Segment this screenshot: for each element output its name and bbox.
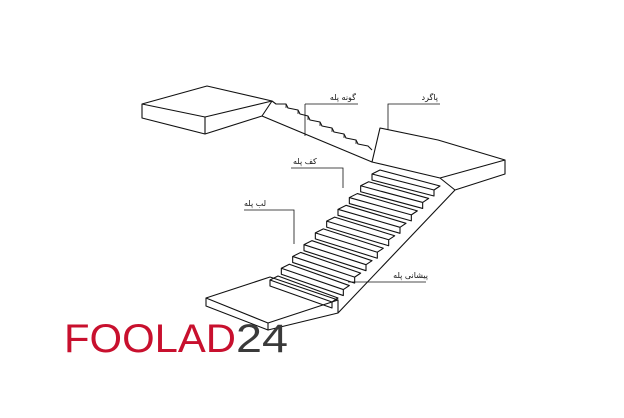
- stair-step: [360, 181, 430, 209]
- stair-step: [337, 204, 407, 234]
- label-tread: کف پله: [293, 157, 317, 166]
- label-front: پیشانی پله: [393, 271, 428, 280]
- stringer-line: [337, 189, 456, 314]
- callout-front: پیشانی پله: [348, 271, 428, 283]
- label-landing: پاگرد: [422, 92, 438, 102]
- mid-landing: [371, 127, 506, 191]
- stair-step: [280, 263, 350, 297]
- stair-step: [348, 193, 418, 222]
- logo-part1: FOOLAD: [64, 317, 236, 361]
- stair-step: [292, 251, 362, 284]
- callout-tread: کف پله: [291, 157, 344, 188]
- label-riser: گونه پله: [330, 92, 356, 102]
- stair-step: [371, 169, 441, 197]
- stair-step: [314, 228, 384, 259]
- upper-flight: [261, 100, 373, 163]
- callout-nosing: لب پله: [244, 199, 295, 244]
- label-nosing: لب پله: [244, 199, 266, 208]
- lower-flight: [269, 169, 441, 309]
- stair-step: [269, 275, 339, 309]
- upper-landing: [141, 85, 273, 135]
- logo-part2: 24: [236, 317, 288, 361]
- stair-step: [326, 216, 396, 247]
- stair-step: [303, 240, 373, 272]
- foolad24-logo: FOOLAD 24: [64, 317, 288, 361]
- callout-landing: پاگرد: [387, 92, 440, 130]
- callout-riser: گونه پله: [304, 92, 358, 136]
